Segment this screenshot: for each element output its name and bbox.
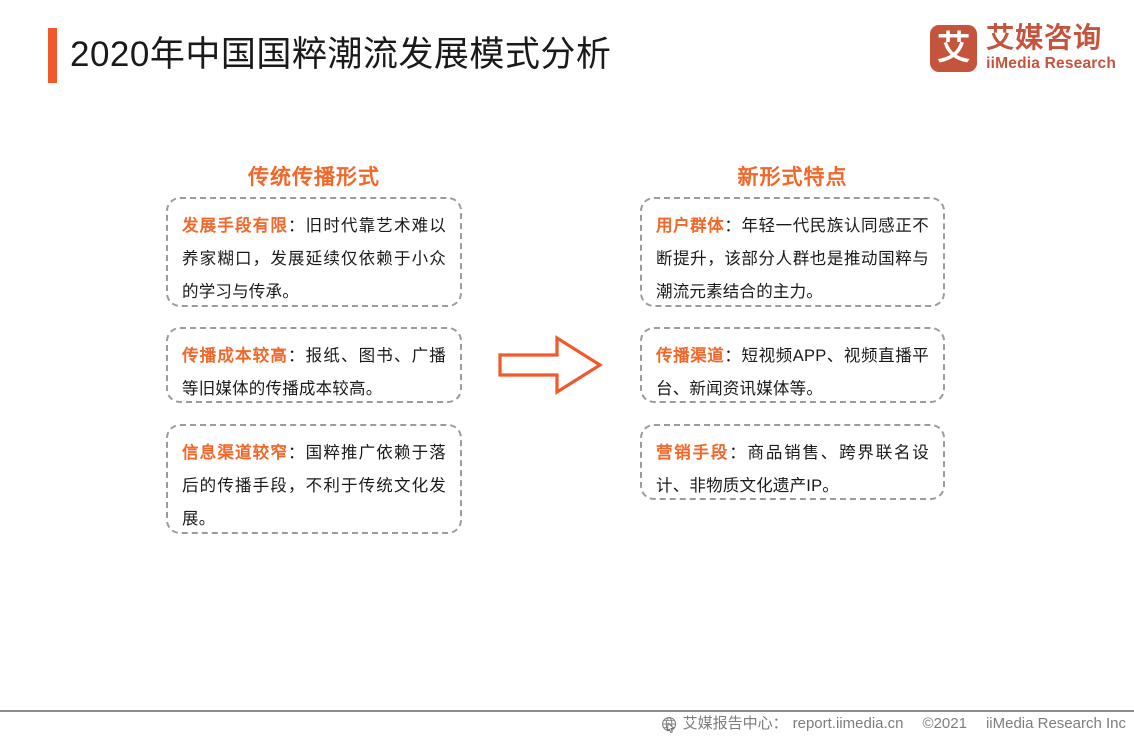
card-right-1: 用户群体：年轻一代民族认同感正不断提升，该部分人群也是推动国粹与潮流元素结合的主… [640,197,945,307]
card-left-2-body: 报纸、图书、广播等旧媒体的传播成本较高。 [182,347,446,398]
card-left-2-label: 传播成本较高 [182,347,288,365]
footer-divider [0,710,1134,712]
page-title: 2020年中国国粹潮流发展模式分析 [70,35,612,74]
title-accent-bar [48,28,57,83]
iimedia-logo-mark-icon: 艾 [930,24,978,72]
card-right-3: 营销手段：商品销售、跨界联名设计、非物质文化遗产IP。 [640,424,945,500]
card-left-1-label: 发展手段有限 [182,217,288,235]
card-right-2: 传播渠道：短视频APP、视频直播平台、新闻资讯媒体等。 [640,327,945,403]
card-right-2-body: 短视频APP、视频直播平台、新闻资讯媒体等。 [656,347,929,398]
footer: 艾媒报告中心：report.iimedia.cn ©2021 iiMedia R… [661,714,1126,734]
card-left-3-text: 信息渠道较窄：国粹推广依赖于落后的传播手段，不利于传统文化发展。 [182,437,446,536]
card-right-1-text: 用户群体：年轻一代民族认同感正不断提升，该部分人群也是推动国粹与潮流元素结合的主… [656,210,929,309]
logo-text: 艾媒咨询 iiMedia Research [986,23,1116,73]
card-right-2-separator: ： [724,347,742,365]
card-left-1: 发展手段有限：旧时代靠艺术难以养家糊口，发展延续仅依赖于小众的学习与传承。 [166,197,462,307]
footer-url[interactable]: report.iimedia.cn [792,715,904,732]
card-right-3-separator: ： [729,444,748,462]
card-right-2-label: 传播渠道 [656,347,725,365]
card-right-3-label: 营销手段 [656,444,730,462]
brand-logo: 艾 艾媒咨询 iiMedia Research [930,23,1116,73]
card-right-3-text: 营销手段：商品销售、跨界联名设计、非物质文化遗产IP。 [656,437,929,503]
card-left-2: 传播成本较高：报纸、图书、广播等旧媒体的传播成本较高。 [166,327,462,403]
card-right-1-label: 用户群体 [656,217,725,235]
card-left-3-label: 信息渠道较窄 [182,444,288,462]
card-left-1-body: 旧时代靠艺术难以养家糊口，发展延续仅依赖于小众的学习与传承。 [182,217,446,301]
slide-header: 2020年中国国粹潮流发展模式分析 艾 艾媒咨询 iiMedia Researc… [0,0,1134,110]
card-left-1-text: 发展手段有限：旧时代靠艺术难以养家糊口，发展延续仅依赖于小众的学习与传承。 [182,210,446,309]
column-heading-left: 传统传播形式 [248,166,380,189]
card-left-3-body: 国粹推广依赖于落后的传播手段，不利于传统文化发展。 [182,444,446,528]
globe-cursor-icon [661,716,676,733]
card-right-3-body: 商品销售、跨界联名设计、非物质文化遗产IP。 [656,444,930,495]
card-right-2-text: 传播渠道：短视频APP、视频直播平台、新闻资讯媒体等。 [656,340,929,406]
column-heading-right: 新形式特点 [737,166,848,189]
logo-name-cn: 艾媒咨询 [986,22,1103,53]
logo-mark-glyph: 艾 [937,28,971,66]
footer-source-label: 艾媒报告中心： [682,715,788,732]
card-right-1-separator: ： [724,217,742,235]
card-right-1-body: 年轻一代民族认同感正不断提升，该部分人群也是推动国粹与潮流元素结合的主力。 [656,217,929,301]
card-left-1-separator: ： [287,217,306,235]
footer-company: iiMedia Research Inc [985,715,1126,732]
transition-arrow-icon [498,335,604,395]
logo-name-en: iiMedia Research [986,55,1116,72]
card-left-2-separator: ： [287,347,306,365]
card-left-3-separator: ： [287,444,306,462]
card-left-3: 信息渠道较窄：国粹推广依赖于落后的传播手段，不利于传统文化发展。 [166,424,462,534]
footer-copyright: ©2021 [922,715,967,732]
card-left-2-text: 传播成本较高：报纸、图书、广播等旧媒体的传播成本较高。 [182,340,446,406]
